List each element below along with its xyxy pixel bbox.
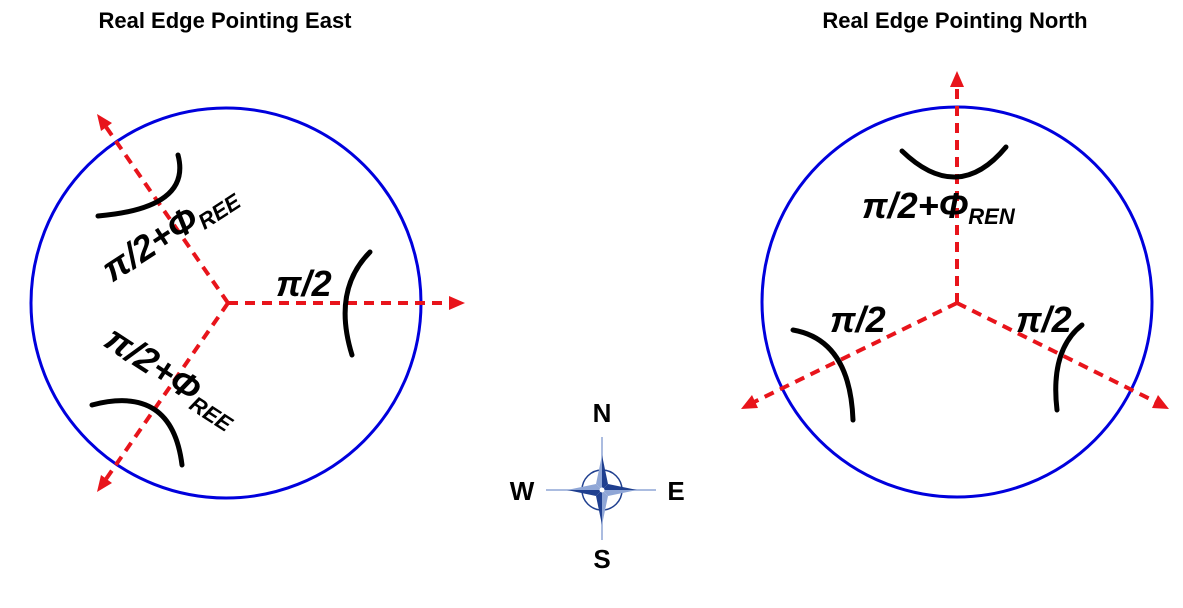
east-ray-southwest-arrowhead bbox=[97, 475, 112, 492]
compass-south-label: S bbox=[593, 544, 610, 574]
panel-north: Real Edge Pointing North π/2+ΦREN π/2 π/… bbox=[741, 8, 1169, 499]
compass-star-icon bbox=[567, 455, 637, 525]
north-label-top-main: π/2+Φ bbox=[862, 185, 969, 226]
east-ray-northwest-arrowhead bbox=[97, 114, 112, 131]
north-ray-southwest-arrowhead bbox=[741, 395, 758, 409]
north-ray-southwest bbox=[751, 301, 958, 405]
north-label-right: π/2 bbox=[1016, 299, 1072, 340]
north-arc-left bbox=[790, 327, 856, 423]
east-label-bottom: π/2+ΦREE bbox=[96, 317, 248, 437]
panel-east: Real Edge Pointing East π/2 π/2+ΦREE π/2… bbox=[29, 8, 465, 500]
north-arc-top bbox=[899, 144, 1009, 180]
east-ray-east-arrowhead bbox=[449, 296, 465, 310]
compass-east-label: E bbox=[667, 476, 684, 506]
east-ray-northwest bbox=[102, 122, 230, 305]
compass-west-label: W bbox=[510, 476, 535, 506]
north-arc-right bbox=[1053, 322, 1085, 413]
east-arc-top bbox=[95, 152, 183, 219]
east-ray-southwest bbox=[102, 301, 230, 484]
north-ray-southeast bbox=[956, 301, 1159, 405]
north-ray-north-arrowhead bbox=[950, 71, 964, 87]
compass-rose: N S E W bbox=[510, 398, 685, 574]
east-label-bottom-main: π/2+Φ bbox=[98, 317, 210, 409]
east-label-pi2: π/2 bbox=[276, 263, 332, 304]
svg-text:π/2+ΦREE: π/2+ΦREE bbox=[96, 317, 248, 437]
east-arc-bottom bbox=[89, 398, 185, 468]
east-arc-pi2 bbox=[342, 249, 373, 358]
north-label-top: π/2+ΦREN bbox=[862, 185, 1016, 229]
compass-north-label: N bbox=[593, 398, 612, 428]
north-label-left: π/2 bbox=[830, 299, 886, 340]
north-label-top-subscript: REN bbox=[968, 204, 1016, 229]
panel-north-title: Real Edge Pointing North bbox=[822, 8, 1087, 33]
panel-east-title: Real Edge Pointing East bbox=[98, 8, 352, 33]
north-ray-southeast-arrowhead bbox=[1152, 395, 1169, 409]
